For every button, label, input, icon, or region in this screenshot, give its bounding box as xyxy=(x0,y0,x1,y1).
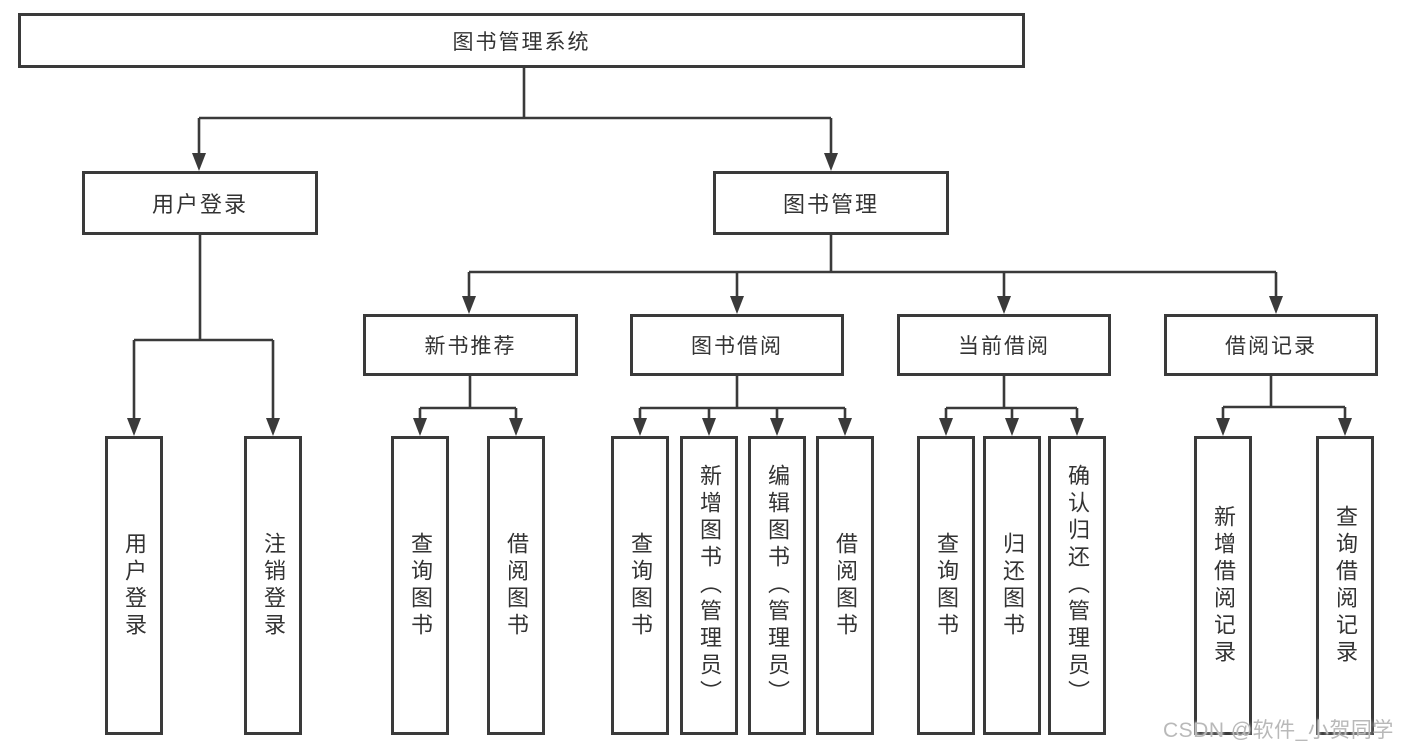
new-book-module-connectors xyxy=(413,376,523,436)
arrowhead xyxy=(462,296,476,314)
book-management-branch-connectors xyxy=(462,235,1283,314)
node-label: 借阅记录 xyxy=(1225,335,1317,358)
node-user-login: 用户登录 xyxy=(82,171,318,235)
leaf-query-books-current: 查询图书 xyxy=(917,436,975,735)
arrowhead xyxy=(1269,296,1283,314)
node-label: 图书借阅 xyxy=(691,335,783,358)
node-borrow-record: 借阅记录 xyxy=(1164,314,1378,376)
node-current-borrow: 当前借阅 xyxy=(897,314,1111,376)
leaf-confirm-return-admin: 确认归还（管理员） xyxy=(1048,436,1106,735)
leaf-logout: 注销登录 xyxy=(244,436,302,735)
node-label: 借阅图书 xyxy=(833,531,858,640)
node-label: 查询借阅记录 xyxy=(1333,504,1358,667)
arrowhead xyxy=(509,418,523,436)
node-new-book-recommend: 新书推荐 xyxy=(363,314,578,376)
node-label: 用户登录 xyxy=(122,531,147,640)
borrow-record-module-connectors xyxy=(1216,376,1352,436)
arrowhead xyxy=(997,296,1011,314)
leaf-borrow-books: 借阅图书 xyxy=(816,436,874,735)
arrowhead xyxy=(633,418,647,436)
leaf-return-books: 归还图书 xyxy=(983,436,1041,735)
node-label: 新书推荐 xyxy=(424,335,517,358)
node-label: 查询图书 xyxy=(628,531,653,640)
leaf-query-borrow-record: 查询借阅记录 xyxy=(1316,436,1374,735)
node-label: 图书管理 xyxy=(782,192,879,217)
arrowhead xyxy=(413,418,427,436)
arrowhead xyxy=(730,296,744,314)
node-label: 查询图书 xyxy=(408,531,433,640)
node-label: 确认归还（管理员） xyxy=(1065,464,1090,707)
leaf-add-books-admin: 新增图书（管理员） xyxy=(680,436,738,735)
leaf-query-books-borrow: 查询图书 xyxy=(611,436,669,735)
arrowhead xyxy=(824,153,838,171)
node-label: 编辑图书（管理员） xyxy=(765,464,790,707)
leaf-borrow-books-recommend: 借阅图书 xyxy=(487,436,545,735)
root-to-level2-connectors xyxy=(192,68,838,171)
node-label: 当前借阅 xyxy=(958,335,1050,358)
node-book-management: 图书管理 xyxy=(713,171,949,235)
node-label: 用户登录 xyxy=(151,192,248,217)
node-label: 查询图书 xyxy=(934,531,959,640)
node-library-management-system: 图书管理系统 xyxy=(18,13,1025,68)
arrowhead xyxy=(1070,418,1084,436)
current-borrow-module-connectors xyxy=(939,376,1084,436)
arrowhead xyxy=(266,418,280,436)
arrowhead xyxy=(702,418,716,436)
node-label: 归还图书 xyxy=(1000,531,1025,640)
arrowhead xyxy=(1338,418,1352,436)
leaf-edit-books-admin: 编辑图书（管理员） xyxy=(748,436,806,735)
node-label: 新增图书（管理员） xyxy=(697,464,722,707)
arrowhead xyxy=(1216,418,1230,436)
user-login-branch-connectors xyxy=(127,235,280,436)
node-label: 新增借阅记录 xyxy=(1211,504,1236,667)
node-label: 图书管理系统 xyxy=(452,30,591,54)
arrowhead xyxy=(1005,418,1019,436)
arrowhead xyxy=(127,418,141,436)
leaf-query-books-recommend: 查询图书 xyxy=(391,436,449,735)
node-label: 借阅图书 xyxy=(504,531,529,640)
leaf-user-login: 用户登录 xyxy=(105,436,163,735)
arrowhead xyxy=(770,418,784,436)
leaf-add-borrow-record: 新增借阅记录 xyxy=(1194,436,1252,735)
book-borrow-module-connectors xyxy=(633,376,852,436)
arrowhead xyxy=(192,153,206,171)
node-label: 注销登录 xyxy=(261,531,286,640)
arrowhead xyxy=(838,418,852,436)
csdn-watermark: CSDN @软件_小贺同学 xyxy=(1163,719,1394,742)
node-book-borrow: 图书借阅 xyxy=(630,314,844,376)
arrowhead xyxy=(939,418,953,436)
